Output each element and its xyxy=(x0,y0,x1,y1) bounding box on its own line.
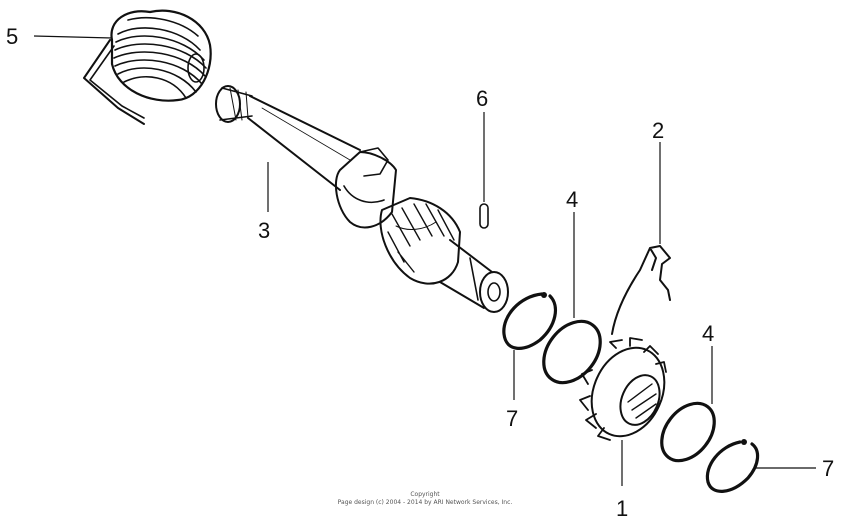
spindle-part-3 xyxy=(215,85,509,313)
callout-2: 2 xyxy=(652,118,664,143)
spring-part-5 xyxy=(83,9,212,125)
callout-7-lower: 7 xyxy=(822,456,834,481)
callout-1: 1 xyxy=(616,496,628,521)
clip-part-2 xyxy=(611,245,671,335)
callout-6: 6 xyxy=(476,86,488,111)
copyright-line-1: Copyright xyxy=(410,491,440,498)
pin-part-6 xyxy=(479,203,489,229)
callout-7-upper: 7 xyxy=(506,406,518,431)
leader-lines xyxy=(33,35,816,486)
washer-part-4-upper xyxy=(542,319,602,385)
callout-5: 5 xyxy=(6,24,18,49)
callout-4-lower: 4 xyxy=(702,321,714,346)
callout-4-upper: 4 xyxy=(566,187,578,212)
callout-3: 3 xyxy=(258,218,270,243)
circlip-part-7-lower xyxy=(705,439,760,493)
copyright-line-2: Page design (c) 2004 - 2014 by ARI Netwo… xyxy=(338,499,513,506)
circlip-part-7-upper xyxy=(502,292,558,350)
washer-part-4-lower xyxy=(660,401,716,463)
gear-part-1 xyxy=(579,337,667,441)
